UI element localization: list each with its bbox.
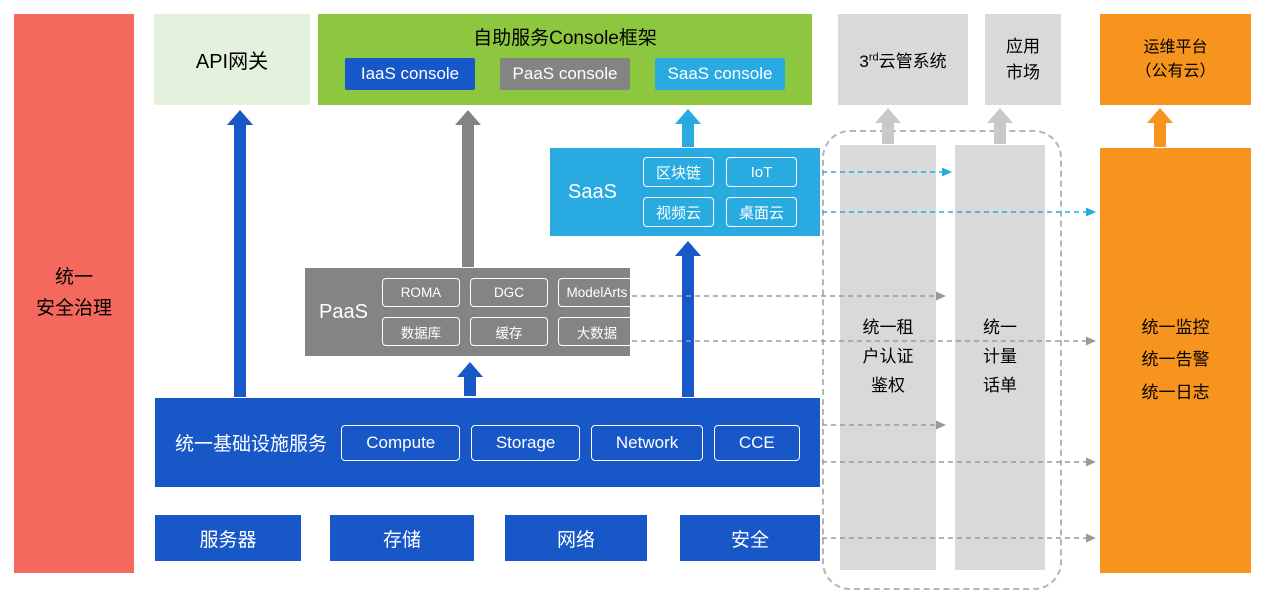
saas-item-grid: 区块链 IoT 视频云 桌面云: [642, 157, 797, 227]
paas-item-roma: ROMA: [381, 278, 460, 307]
saas-item-videocloud: 视频云: [642, 197, 714, 227]
security-label: 安全: [730, 529, 769, 551]
saas-item-blockchain: 区块链: [642, 157, 714, 187]
security-governance-label: 统一 安全治理: [35, 267, 112, 319]
server-box: 服务器: [155, 515, 301, 561]
server-label: 服务器: [199, 529, 257, 551]
paas-box: PaaS ROMA DGC ModelArts 数据库 缓存 大数据: [305, 268, 636, 356]
security-governance-bar: 统一 安全治理: [14, 14, 134, 573]
metering-billing-label: 统一 计量 话单: [983, 318, 1017, 395]
saas-console-label: SaaS console: [667, 64, 773, 83]
saas-console-chip: SaaS console: [655, 58, 785, 90]
saas-item-iot: IoT: [725, 157, 797, 187]
paas-item-modelarts: ModelArts: [557, 278, 636, 307]
paas-label: PaaS: [319, 300, 368, 323]
infrastructure-box: 统一基础设施服务 Compute Storage Network CCE: [155, 398, 820, 487]
saas-box: SaaS 区块链 IoT 视频云 桌面云: [550, 148, 820, 236]
ops-platform-box: 运维平台 （公有云）: [1100, 14, 1251, 105]
console-framework-title: 自助服务Console框架: [473, 28, 657, 49]
network-box: 网络: [505, 515, 647, 561]
tenant-auth-bar: 统一租 户认证 鉴权: [840, 145, 936, 570]
shared-services-dashed-group: [822, 130, 1062, 590]
infrastructure-label: 统一基础设施服务: [175, 434, 328, 455]
api-gateway-box: API网关: [154, 14, 310, 105]
iaas-console-chip: IaaS console: [345, 58, 475, 90]
tenant-auth-label: 统一租 户认证 鉴权: [862, 318, 914, 395]
paas-item-grid: ROMA DGC ModelArts 数据库 缓存 大数据: [381, 278, 636, 346]
paas-console-chip: PaaS console: [500, 58, 630, 90]
arrow-paas-to-console: [455, 110, 481, 267]
arrow-infra-to-api-gateway: [227, 110, 253, 397]
saas-label: SaaS: [568, 180, 617, 203]
network-label: 网络: [556, 529, 595, 551]
paas-item-database: 数据库: [381, 317, 460, 346]
storage-label: 存储: [382, 529, 421, 551]
api-gateway-label: API网关: [195, 51, 269, 73]
arrow-saas-to-saas-console: [675, 109, 701, 147]
console-framework-box: 自助服务Console框架 IaaS console PaaS console …: [318, 14, 812, 105]
security-box: 安全: [680, 515, 820, 561]
infrastructure-item-row: Compute Storage Network CCE: [341, 424, 800, 461]
iaas-console-label: IaaS console: [360, 64, 460, 83]
saas-item-desktopcloud: 桌面云: [725, 197, 797, 227]
infra-item-storage: Storage: [470, 424, 581, 461]
paas-item-dgc: DGC: [469, 278, 548, 307]
third-party-cloud-mgmt-box: 3rd云管系统: [838, 14, 968, 105]
arrow-monitor-to-ops-platform: [1147, 108, 1173, 147]
arrow-infra-to-saas: [675, 241, 701, 397]
app-market-label: 应用 市场: [1006, 37, 1040, 82]
paas-item-cache: 缓存: [469, 317, 548, 346]
storage-box: 存储: [330, 515, 474, 561]
infra-item-cce: CCE: [713, 424, 800, 461]
monitoring-alarm-log-label: 统一监控 统一告警 统一日志: [1141, 318, 1210, 402]
metering-billing-bar: 统一 计量 话单: [955, 145, 1045, 570]
monitoring-alarm-log-bar: 统一监控 统一告警 统一日志: [1100, 148, 1251, 573]
infra-item-network: Network: [590, 424, 704, 461]
paas-item-bigdata: 大数据: [557, 317, 636, 346]
third-party-cloud-mgmt-label: 3rd云管系统: [859, 51, 947, 71]
arrow-infra-to-paas: [457, 362, 483, 396]
infra-item-compute: Compute: [341, 424, 461, 461]
paas-console-label: PaaS console: [512, 64, 618, 83]
app-market-box: 应用 市场: [985, 14, 1061, 105]
console-chip-row: IaaS console PaaS console SaaS console: [345, 58, 785, 90]
ops-platform-label: 运维平台 （公有云）: [1135, 38, 1216, 80]
